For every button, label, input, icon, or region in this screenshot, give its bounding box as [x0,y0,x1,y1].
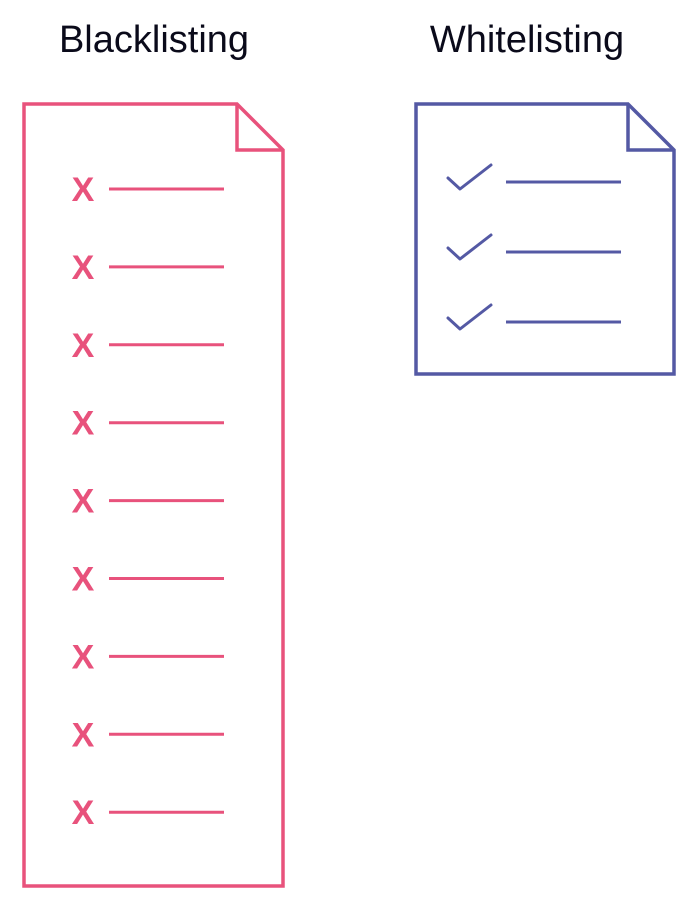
blacklist-cross-mark: X [72,561,95,599]
blacklist-document-outline [22,102,285,888]
blacklist-cross-mark: X [72,638,95,676]
whitelist-page-border [414,102,676,376]
blacklist-cross-mark: X [72,794,95,832]
check-mark-icon [446,233,493,261]
whitelist-page-fold [626,104,674,152]
whitelist-items [446,163,621,331]
blacklist-cross-mark: X [72,249,95,287]
blacklist-cross-mark: X [72,327,95,365]
whitelisting-title: Whitelisting [429,19,625,61]
check-mark-icon [446,163,493,191]
blacklist-cross-mark: X [72,483,95,521]
blacklist-cross-mark: X [72,171,95,209]
blacklist-page-border [22,102,285,888]
blacklist-page-fold [235,104,283,152]
blacklist-cross-mark: X [72,716,95,754]
whitelist-document-outline [414,102,676,376]
blacklisting-title: Blacklisting [58,19,250,61]
blacklist-items: X X X X X X X X X [72,171,224,832]
check-mark-icon [446,303,493,331]
blacklist-cross-mark: X [72,405,95,443]
